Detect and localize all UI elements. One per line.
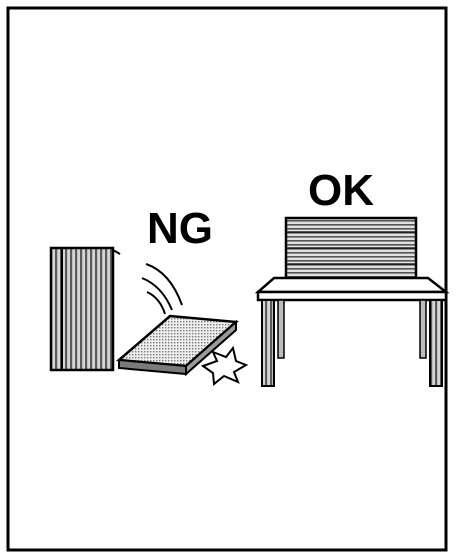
ng-label: NG xyxy=(147,204,213,253)
ok-label: OK xyxy=(308,166,374,215)
stacked-boards-on-table xyxy=(286,218,416,284)
leaning-board-stack xyxy=(51,248,120,370)
